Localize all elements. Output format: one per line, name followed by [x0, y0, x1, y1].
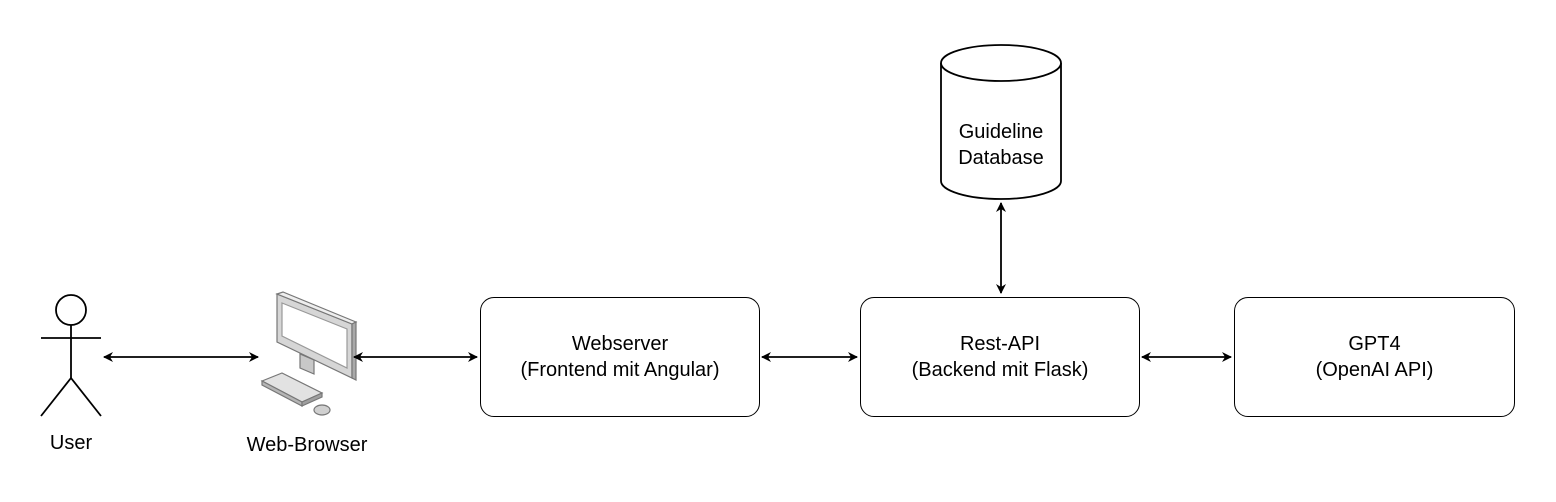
computer-icon — [260, 291, 358, 416]
user-actor-icon — [40, 294, 102, 417]
restapi-title: Rest-API — [959, 333, 1041, 355]
web-browser-label: Web-Browser — [246, 434, 368, 456]
webserver-subtitle: (Frontend mit Angular) — [520, 359, 720, 381]
webserver-node: Webserver (Frontend mit Angular) — [480, 297, 760, 417]
database-label: Guideline Database — [941, 119, 1061, 171]
database-line1: Guideline — [958, 121, 1044, 143]
database-line2: Database — [958, 147, 1044, 169]
gpt-subtitle: (OpenAI API) — [1315, 359, 1434, 381]
guideline-database-cylinder — [940, 44, 1062, 200]
gpt-node: GPT4 (OpenAI API) — [1234, 297, 1515, 417]
connectors — [103, 202, 1232, 362]
gpt-title: GPT4 — [1348, 333, 1401, 355]
restapi-node: Rest-API (Backend mit Flask) — [860, 297, 1140, 417]
restapi-subtitle: (Backend mit Flask) — [911, 359, 1089, 381]
webserver-title: Webserver — [571, 333, 669, 355]
user-label: User — [49, 432, 93, 454]
